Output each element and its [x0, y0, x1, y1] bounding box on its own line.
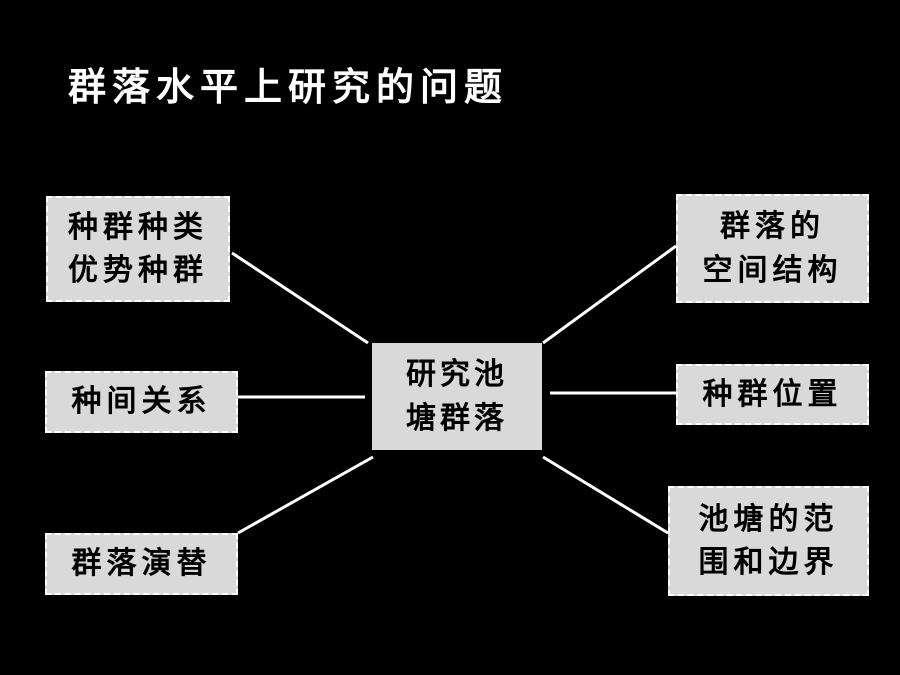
node-population-position: 种群位置	[676, 364, 869, 425]
connector-line-bottom-right	[542, 455, 669, 535]
node-population-species: 种群种类 优势种群	[46, 196, 230, 302]
node-line: 优势种群	[68, 253, 208, 288]
node-spatial-structure: 群落的 空间结构	[676, 194, 869, 303]
slide-title: 群落水平上研究的问题	[68, 64, 509, 109]
connector-line-top-left	[231, 251, 369, 345]
center-node-line-2: 塘群落	[406, 400, 508, 436]
node-line: 群落演替	[71, 546, 212, 582]
node-line: 种间关系	[71, 384, 212, 420]
connector-line-top-right	[542, 244, 677, 345]
node-interspecific-relations: 种间关系	[45, 371, 238, 433]
node-community-succession: 群落演替	[45, 533, 238, 595]
node-pond-boundary: 池塘的范 围和边界	[668, 486, 869, 596]
node-line: 围和边界	[698, 545, 839, 580]
connector-line-bottom-left	[237, 455, 374, 535]
node-line: 池塘的范	[698, 501, 839, 537]
center-node-line-1: 研究池	[406, 357, 508, 392]
node-line: 空间结构	[702, 252, 843, 288]
node-line: 群落的	[720, 209, 825, 244]
node-line: 种群种类	[68, 209, 208, 245]
node-line: 种群位置	[702, 376, 843, 412]
center-node: 研究池 塘群落	[372, 343, 542, 450]
